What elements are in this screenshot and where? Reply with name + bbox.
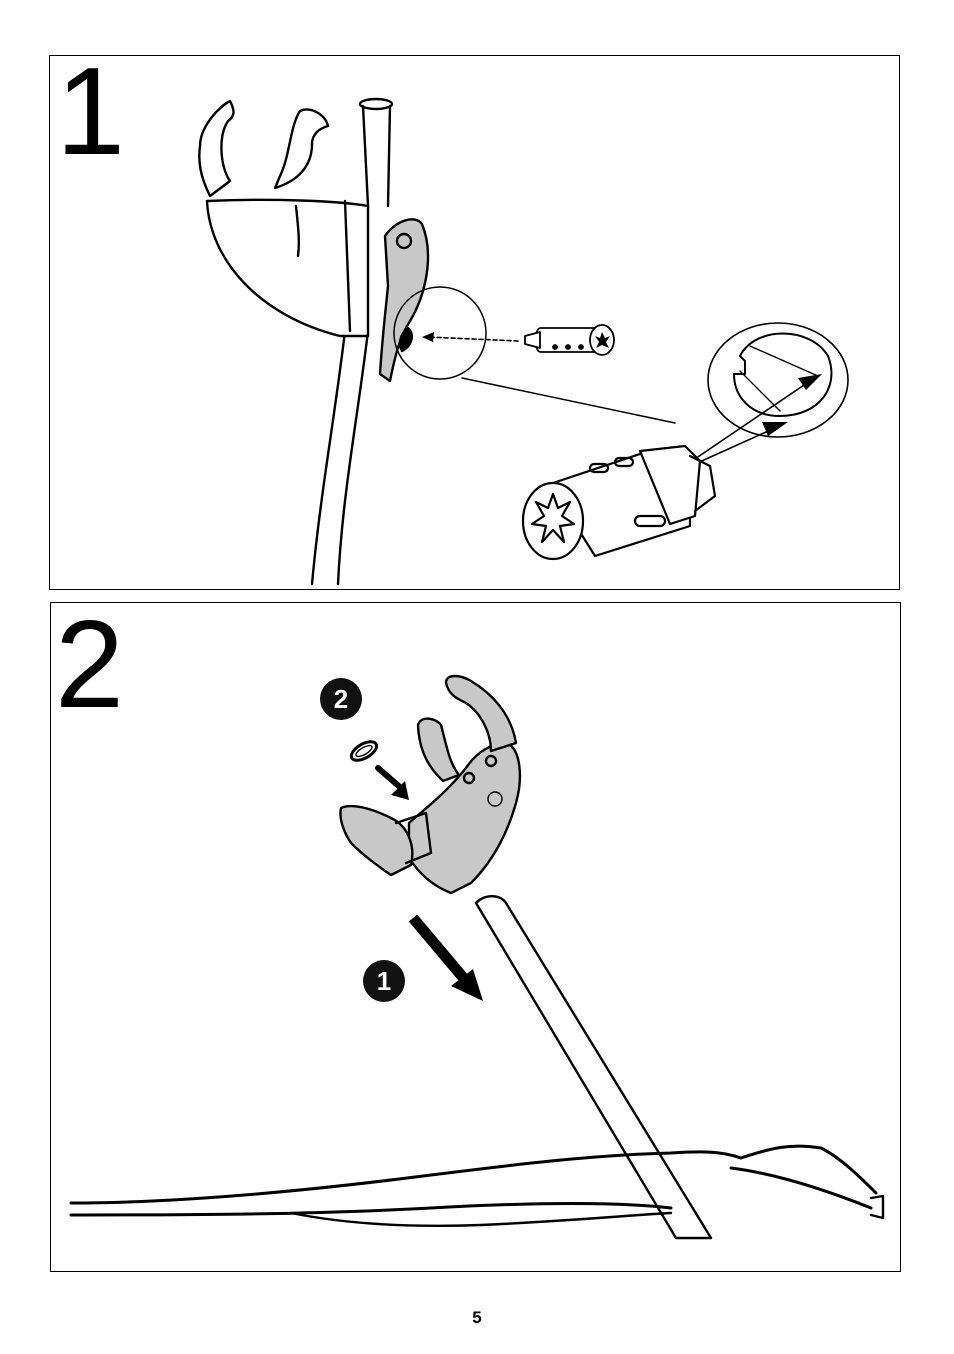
step-1-illustration <box>50 56 900 590</box>
lock-housing <box>380 219 428 381</box>
callout-badge-2: 2 <box>320 678 362 720</box>
lock-cylinder-closeup-icon <box>523 446 715 559</box>
step-2-panel: 2 <box>50 602 901 1272</box>
handle-clip-icon <box>199 101 368 336</box>
callout-badge-1: 1 <box>363 960 405 1002</box>
insert-arrow-icon <box>378 768 409 800</box>
o-ring-icon <box>348 738 379 764</box>
page-number: 5 <box>0 1308 954 1328</box>
mower-handle-icon <box>71 896 883 1238</box>
step-1-panel: 1 <box>49 55 900 590</box>
keyhole-detail-icon <box>708 323 848 437</box>
handle-bracket-icon <box>340 676 519 893</box>
push-arrow-icon <box>413 918 483 1001</box>
step-2-illustration <box>51 603 901 1272</box>
lock-cylinder-icon <box>525 325 614 355</box>
